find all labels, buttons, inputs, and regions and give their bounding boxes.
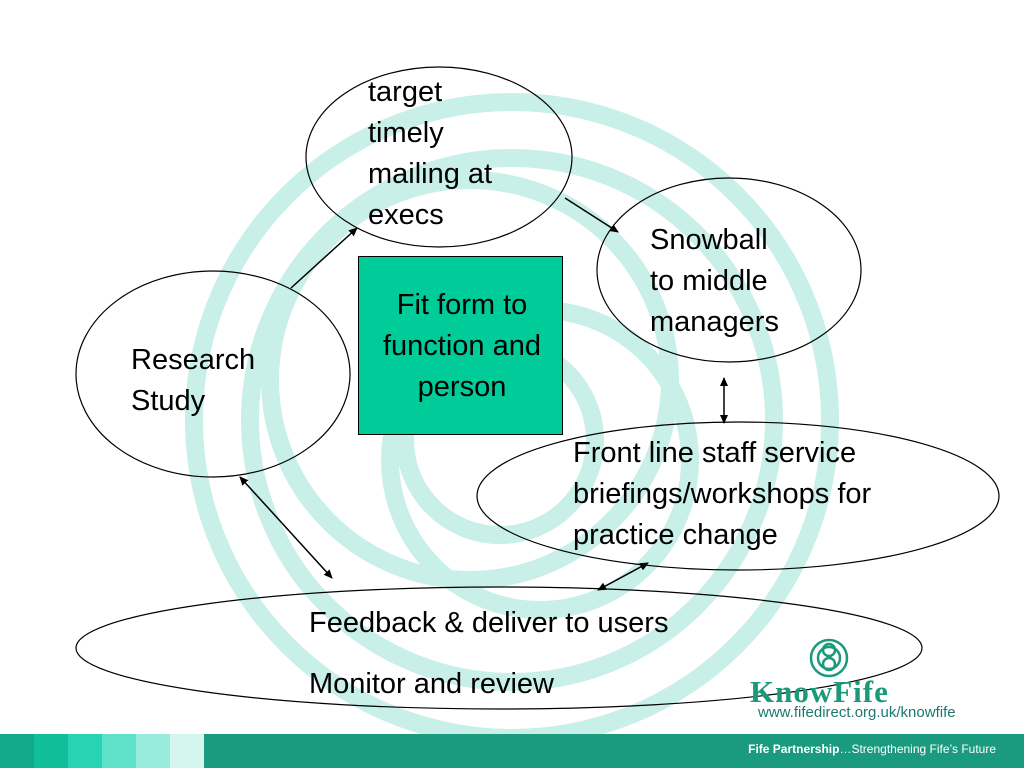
footer-tagline: Fife Partnership…Strengthening Fife’s Fu… [748,742,996,756]
footer-swatch [136,734,170,768]
node-target-line: execs [368,199,444,231]
edge-frontline-feedback [597,562,649,591]
node-target-shape [305,66,573,248]
node-research-line: Research [131,344,256,376]
node-frontline-line: practice change [573,519,778,551]
node-feedback-text: Feedback & deliver to users Monitor and … [309,603,769,705]
node-fit-line: function and [382,330,541,362]
footer-swatch [0,734,34,768]
node-target-line: timely [368,117,444,149]
edge-research-feedback [239,476,333,579]
node-snowball-line: managers [650,306,779,338]
node-frontline-line: briefings/workshops for [573,478,872,510]
logo-wordmark: KnowFife [750,674,889,709]
footer-slogan: …Strengthening Fife’s Future [839,742,996,756]
footer-swatch [68,734,102,768]
edge-target-snowball [564,197,619,233]
footer-swatch [170,734,204,768]
node-feedback-shape [75,586,923,710]
node-snowball-line: to middle [650,265,768,297]
logo-url: www.fifedirect.org.uk/knowfife [758,704,956,721]
node-feedback-line: Feedback & deliver to users [309,607,669,639]
knowfife-emblem-icon [809,638,849,678]
footer-swatch [102,734,136,768]
node-frontline-text: Front line staff service briefings/works… [573,433,1013,556]
node-fit-text: Fit form to function and person [360,285,564,408]
footer-swatch [34,734,68,768]
node-fit-line: person [417,371,507,403]
node-snowball-text: Snowball to middle managers [650,220,830,343]
edge-research-target [290,227,358,289]
node-snowball-line: Snowball [650,224,768,256]
node-feedback-line: Monitor and review [309,668,554,700]
node-target-line: mailing at [368,158,493,190]
node-fit-box [358,256,563,435]
knowfife-logo: KnowFife www.fifedirect.org.uk/knowfife [750,636,970,726]
footer-org-name: Fife Partnership [748,742,840,756]
node-snowball-shape [596,177,862,363]
node-research-shape [75,270,351,478]
node-frontline-line: Front line staff service [573,437,857,469]
node-target-line: target [368,76,443,108]
footer-bar: Fife Partnership…Strengthening Fife’s Fu… [0,734,1024,768]
node-research-text: Research Study [131,340,291,422]
node-target-text: target timely mailing at execs [368,72,538,236]
node-research-line: Study [131,385,206,417]
node-frontline-shape [476,421,1000,571]
connectors [75,66,1000,710]
node-fit-line: Fit form to [396,289,528,321]
